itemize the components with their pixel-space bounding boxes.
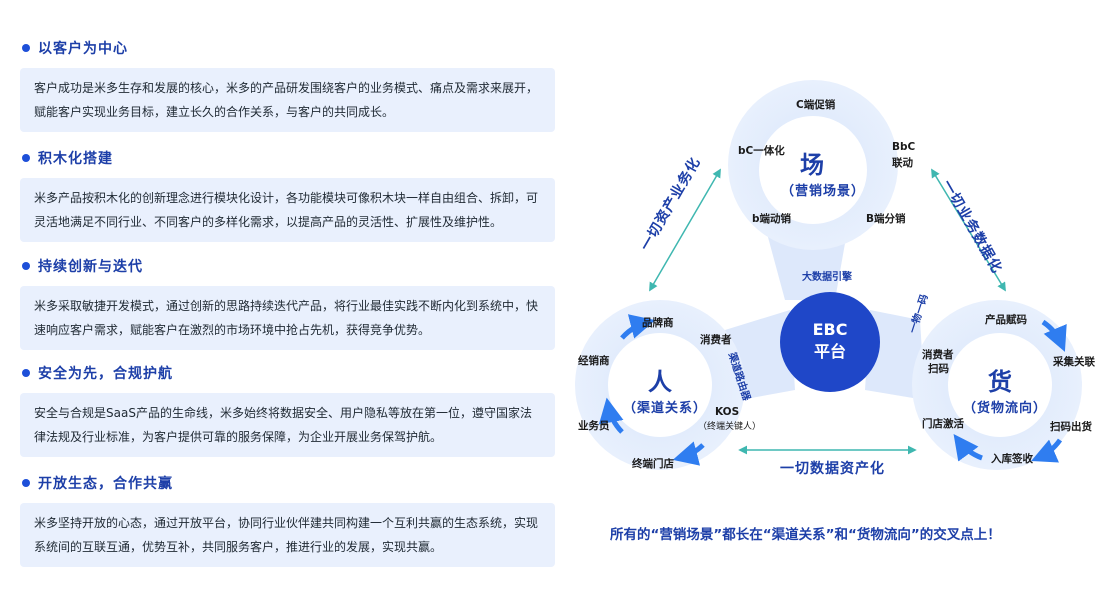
huo-cycle-arrow <box>953 433 983 462</box>
principle-title: 持续创新与迭代 <box>38 259 143 275</box>
ebc-center-label: EBC 平台 <box>800 319 860 363</box>
bullet-dot-icon <box>22 262 30 270</box>
ebc-center-circle <box>780 292 880 392</box>
chang-item-label: B端分销 <box>866 213 906 225</box>
huo-item-label: 产品赋码 <box>985 314 1027 326</box>
ren-inner-circle <box>608 333 712 437</box>
huo-cycle-arrow <box>1041 319 1067 352</box>
huo-item-label: 扫码 <box>928 363 949 375</box>
ren-item-label: 终端门店 <box>632 458 674 470</box>
connector-right <box>865 310 925 400</box>
principle-item: 开放生态，合作共赢 米多坚持开放的心态，通过开放平台，协同行业伙伴建共同构建一个… <box>20 471 555 567</box>
bullet-dot-icon <box>22 479 30 487</box>
ren-cycle-arrow <box>672 441 705 466</box>
chang-item-label: C端促销 <box>796 99 836 111</box>
diagram-footer: 所有的“营销场景”都长在“渠道关系”和“货物流向”的交叉点上！ <box>610 527 1001 543</box>
principle-body: 米多产品按积木化的创新理念进行模块化设计，各功能模块可像积木块一样自由组合、拆卸… <box>20 178 555 242</box>
ren-item-label: 经销商 <box>578 355 610 367</box>
huo-big-label: 货 <box>988 368 1012 396</box>
bullet-dot-icon <box>22 369 30 377</box>
ren-big-label: 人 <box>648 368 672 396</box>
principle-item: 积木化搭建 米多产品按积木化的创新理念进行模块化设计，各功能模块可像积木块一样自… <box>20 146 555 242</box>
edge-arrow-right <box>931 168 1006 292</box>
diagram-graphics <box>575 80 1082 470</box>
ren-item-label: （终端关键人） <box>698 422 762 432</box>
ebc-diagram: EBC 平台 场 （营销场景） C端促销 bC一体化 BbC 联动 b端动销 B… <box>560 0 1120 615</box>
principle-item: 以客户为中心 客户成功是米多生存和发展的核心，米多的产品研发围绕客户的业务模式、… <box>20 36 555 132</box>
huo-inner-circle <box>948 333 1052 437</box>
huo-item-label: 采集关联 <box>1053 356 1095 368</box>
ren-item-label: KOS <box>715 406 740 418</box>
ren-item-label: 消费者 <box>700 334 732 346</box>
ren-sub-label: （渠道关系） <box>623 401 708 416</box>
huo-item-label: 扫码出货 <box>1050 421 1092 433</box>
center-line-1: EBC <box>812 320 848 339</box>
chang-item-label: b端动销 <box>752 213 792 225</box>
principle-title: 开放生态，合作共赢 <box>38 476 173 492</box>
principle-item: 安全为先，合规护航 安全与合规是SaaS产品的生命线，米多始终将数据安全、用户隐… <box>20 361 555 457</box>
huo-item-label: 门店激活 <box>922 418 964 430</box>
chang-item-label: bC一体化 <box>738 145 785 157</box>
huo-sub-label: （货物流向） <box>963 401 1048 416</box>
ren-cycle-arrow <box>598 397 624 434</box>
principle-title: 安全为先，合规护航 <box>38 366 173 382</box>
link-label-top: 大数据引擎 <box>802 272 852 283</box>
edge-label-bottom: 一切数据资产化 <box>780 461 885 477</box>
huo-item-label: 消费者 <box>922 349 954 361</box>
chang-inner-circle <box>759 116 867 224</box>
center-line-2: 平台 <box>813 342 846 361</box>
principle-body: 米多坚持开放的心态，通过开放平台，协同行业伙伴建共同构建一个互利共赢的生态系统，… <box>20 503 555 567</box>
chang-item-label: 联动 <box>892 157 913 169</box>
chang-item-label: BbC <box>892 141 916 153</box>
bullet-dot-icon <box>22 154 30 162</box>
principle-item: 持续创新与迭代 米多采取敏捷开发模式，通过创新的思路持续迭代产品，将行业最佳实践… <box>20 254 555 350</box>
ren-item-label: 业务员 <box>578 420 610 432</box>
ren-cycle-arrow <box>620 314 656 340</box>
principle-title: 积木化搭建 <box>38 151 113 167</box>
chang-big-label: 场 <box>800 151 824 179</box>
bullet-dot-icon <box>22 44 30 52</box>
ren-item-label: 品牌商 <box>642 317 674 329</box>
principle-title: 以客户为中心 <box>38 41 128 57</box>
edge-arrow-left <box>649 168 721 292</box>
principle-body: 客户成功是米多生存和发展的核心，米多的产品研发围绕客户的业务模式、痛点及需求来展… <box>20 68 555 132</box>
principle-body: 安全与合规是SaaS产品的生命线，米多始终将数据安全、用户隐私等放在第一位，遵守… <box>20 393 555 457</box>
huo-item-label: 入库签收 <box>991 453 1033 465</box>
chang-sub-label: （营销场景） <box>781 184 866 199</box>
huo-cycle-arrow <box>1031 438 1063 463</box>
principle-body: 米多采取敏捷开发模式，通过创新的思路持续迭代产品，将行业最佳实践不断内化到系统中… <box>20 286 555 350</box>
